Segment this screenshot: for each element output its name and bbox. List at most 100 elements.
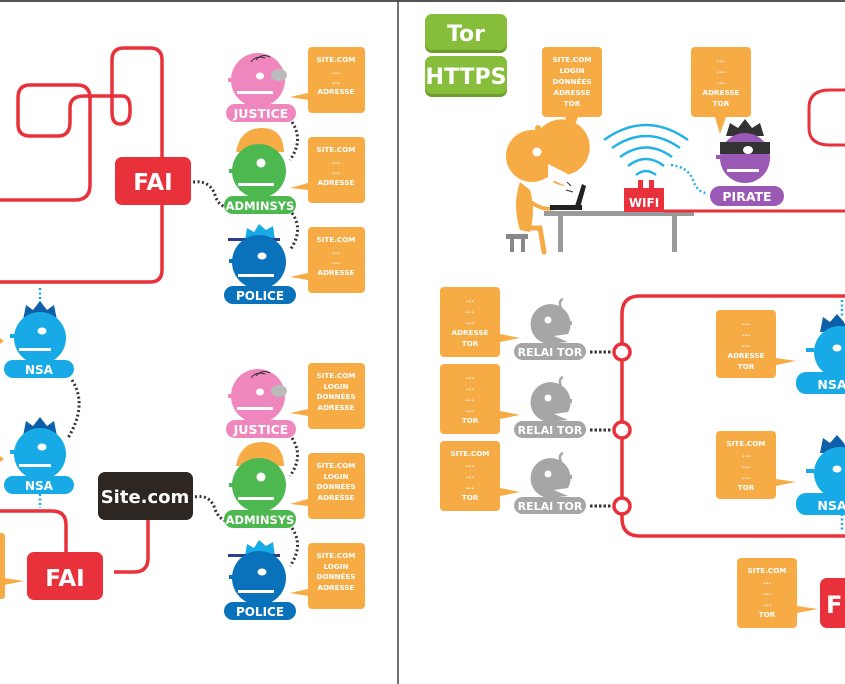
- bubble-line: ADRESSE: [318, 403, 355, 412]
- bubble-line: SITE.COM: [727, 439, 766, 448]
- bubble-line: ADRESSE: [318, 178, 355, 187]
- bubble-line: TOR: [759, 610, 776, 619]
- wifi-label: WIFI: [629, 196, 659, 210]
- bubble-line: ...: [466, 460, 474, 469]
- relay-3: SITE.COM ... ... ... TOR RELAI TOR: [440, 441, 586, 514]
- laptop-icon: [550, 181, 586, 210]
- legend-https-label: HTTPS: [426, 65, 507, 90]
- isp-box-top: FAI: [115, 157, 191, 205]
- eye-icon: [544, 394, 552, 402]
- nsa-agent-right-1: ... ... ... ADRESSE TOR NSA: [716, 310, 845, 394]
- bubble-line: ...: [466, 317, 474, 326]
- bubble-line: TOR: [462, 493, 479, 502]
- bubble-line: DONNÉES: [552, 77, 591, 86]
- eye-icon: [832, 344, 842, 352]
- relay-character: [530, 375, 572, 422]
- user-character: [506, 119, 590, 255]
- bubble-line: SITE.COM: [553, 55, 592, 64]
- bubble-line: ...: [742, 461, 750, 470]
- tor-circuit-line: [620, 294, 845, 538]
- relay-2: ... ... ... ... TOR RELAI TOR: [440, 364, 586, 438]
- eye-icon: [256, 388, 264, 396]
- bubble-tail: [0, 456, 4, 462]
- actor-police-bottom: POLICE: [224, 540, 296, 620]
- bubble-line: ...: [332, 257, 340, 266]
- dotted-connector-pirate: [670, 163, 707, 195]
- bubble-line: ...: [332, 247, 340, 256]
- relay-character: [530, 297, 572, 344]
- speech-bubble: SITE.COM ... ... ADRESSE: [290, 47, 365, 113]
- actor-label: ADMINSYS: [226, 199, 295, 213]
- bubble-line: ...: [332, 167, 340, 176]
- speech-bubble-user: SITE.COM LOGIN DONNÉES ADRESSE TOR: [542, 47, 602, 133]
- bubble-line: ADRESSE: [554, 88, 591, 97]
- nsa-agent-left-2: NSA: [4, 417, 74, 494]
- site-box: Site.com: [98, 472, 193, 520]
- eye-icon: [257, 568, 267, 576]
- bubble-line: ...: [466, 394, 474, 403]
- actor-label: ADMINSYS: [226, 513, 295, 527]
- bubble-line: SITE.COM: [317, 371, 356, 380]
- bubble-line: ADRESSE: [728, 351, 765, 360]
- relay-1: ... ... ... ADRESSE TOR RELAI TOR: [440, 287, 586, 360]
- eye-icon: [256, 472, 266, 482]
- wifi-router: WIFI: [603, 123, 689, 212]
- bubble-line: ...: [742, 472, 750, 481]
- bubble-line: TOR: [713, 99, 730, 108]
- bubble-line: SITE.COM: [317, 235, 356, 244]
- network-line-bottom: [0, 509, 150, 574]
- speech-bubble: SITE.COM LOGIN DONNÉES ADRESSE: [290, 453, 365, 519]
- relay-node: [612, 342, 632, 362]
- network-loop-partial: [807, 88, 845, 147]
- bubble-line: SITE.COM: [451, 449, 490, 458]
- relay-label: RELAI TOR: [518, 346, 583, 359]
- bubble-line: TOR: [462, 416, 479, 425]
- bubble-line: ...: [763, 577, 771, 586]
- wifi-signal-icon: [603, 123, 689, 177]
- speech-bubble: SITE.COM ... ... ADRESSE: [290, 227, 365, 293]
- bubble-line: ...: [742, 318, 750, 327]
- legend-tor-label: Tor: [447, 22, 485, 47]
- isp-right: SITE.COM ... ... ... TOR F: [737, 558, 845, 628]
- monocle-icon: [271, 69, 287, 81]
- bubble-tail: [0, 338, 4, 344]
- dotted-connectors-bottom: [194, 437, 299, 567]
- isp-label-right: F: [826, 591, 842, 619]
- bubble-line: SITE.COM: [317, 55, 356, 64]
- actor-label: POLICE: [236, 289, 284, 303]
- legend-tor: Tor: [425, 14, 507, 53]
- eye-icon: [743, 146, 753, 154]
- bubble-line: LOGIN: [323, 562, 348, 571]
- isp-box-bottom: FAI: [27, 552, 103, 600]
- hardhat-icon: [236, 128, 284, 152]
- eye-icon: [544, 470, 552, 478]
- eye-icon: [257, 252, 267, 260]
- relay-character: [530, 451, 572, 498]
- bubble-line: DONNÉES: [316, 392, 355, 401]
- bubble-line: TOR: [738, 483, 755, 492]
- hardhat-icon: [236, 442, 284, 466]
- nsa-label: NSA: [25, 363, 54, 377]
- actor-adminsys-bottom: ADMINSYS: [224, 442, 296, 528]
- bubble-line: TOR: [564, 99, 581, 108]
- speech-bubble-pirate: ... ... ... ADRESSE TOR: [691, 47, 751, 134]
- bubble-line: DONNÉES: [316, 572, 355, 581]
- eye-icon: [37, 443, 47, 451]
- bubble-line: ...: [332, 157, 340, 166]
- eye-icon: [544, 316, 552, 324]
- speech-bubble: SITE.COM LOGIN DONNÉES ADRESSE: [290, 363, 365, 429]
- bubble-line: ...: [717, 66, 725, 75]
- bubble-line: SITE.COM: [317, 551, 356, 560]
- nsa-label: NSA: [817, 377, 845, 392]
- dotted-connector-nsa: [66, 379, 81, 439]
- bubble-line: ...: [742, 340, 750, 349]
- relay-label: RELAI TOR: [518, 500, 583, 513]
- relay-dotted-links: [590, 350, 612, 508]
- relay-nodes: [612, 342, 632, 516]
- actor-label: JUSTICE: [233, 106, 289, 121]
- bubble-line: ADRESSE: [318, 87, 355, 96]
- relay-label: RELAI TOR: [518, 424, 583, 437]
- nsa-label: NSA: [25, 479, 54, 493]
- bubble-line: ...: [466, 295, 474, 304]
